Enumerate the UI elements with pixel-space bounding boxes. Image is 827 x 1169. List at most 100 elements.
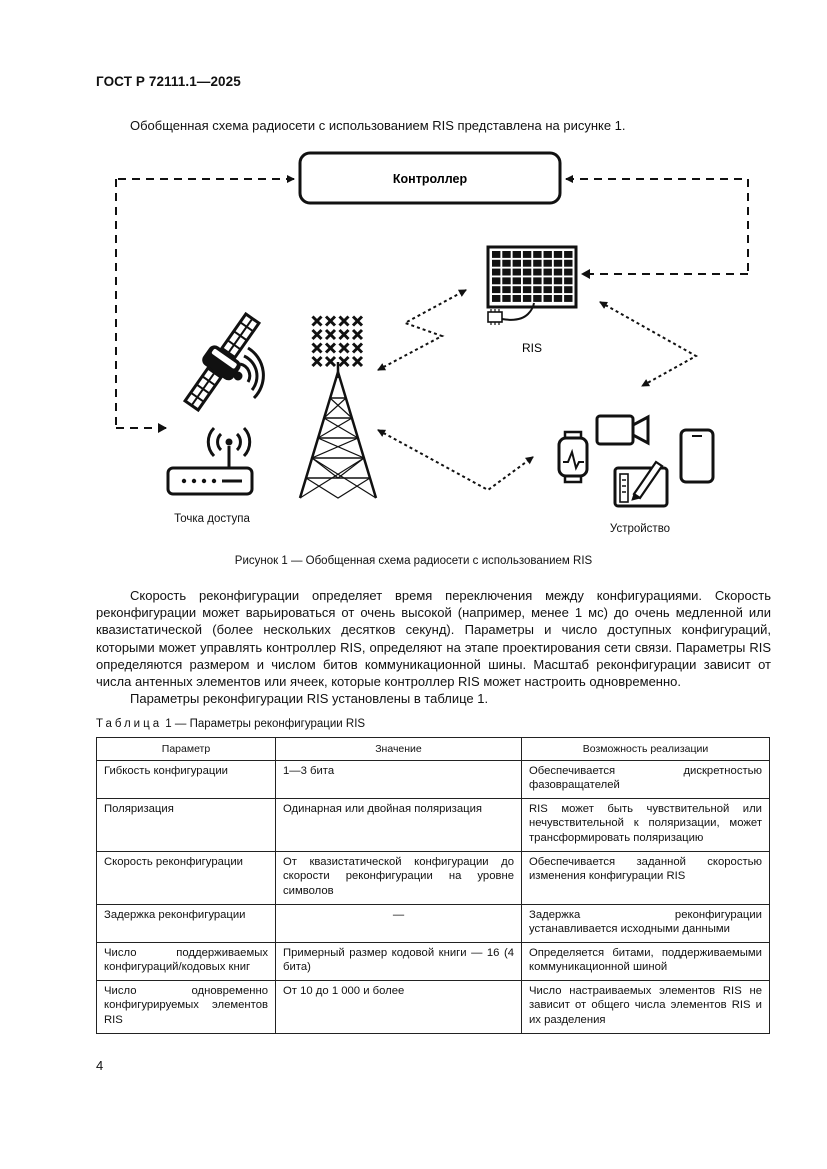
- column-header: Возможность реализации: [521, 736, 770, 762]
- table-caption-title: 1 — Параметры реконфигурации RIS: [162, 718, 366, 730]
- cell-tower-icon: [298, 315, 378, 499]
- table-row: Поляризация Одинарная или двойная поляри…: [96, 798, 770, 853]
- ris-cell: [543, 251, 552, 258]
- ris-cell: [492, 295, 501, 302]
- figure-caption: Рисунок 1 — Обобщенная схема радиосети с…: [234, 555, 593, 567]
- ris-cell: [522, 259, 532, 267]
- table-cell: Одинарная или двойная поляризация: [275, 798, 522, 853]
- ris-cell: [553, 295, 563, 302]
- ris-cell: [543, 268, 552, 276]
- device-label: Устройство: [610, 523, 670, 535]
- controller-to-ris-link: [565, 175, 749, 279]
- ris-cell: [502, 295, 511, 302]
- ris-cell: [564, 277, 573, 285]
- ris-cell: [543, 286, 552, 294]
- antenna-element: [338, 315, 350, 327]
- column-header: Значение: [275, 736, 522, 762]
- table-cell: Примерный размер кодовой книги — 16 (4 б…: [275, 942, 522, 982]
- ris-cell: [543, 259, 552, 267]
- antenna-element: [338, 355, 350, 368]
- ris-cell: [564, 295, 573, 302]
- dotted-links: [377, 289, 699, 492]
- ris-cell: [564, 251, 573, 258]
- ris-cell: [564, 286, 573, 294]
- ris-panel-icon: RIS: [486, 245, 578, 355]
- ris-cell: [564, 268, 573, 276]
- ris-cell: [533, 286, 542, 294]
- ris-cell: [492, 286, 501, 294]
- controller-label: Контроллер: [393, 172, 468, 186]
- ris-cell: [512, 277, 521, 285]
- ris-cell: [512, 295, 521, 302]
- access-point-label: Точка доступа: [174, 513, 250, 525]
- ris-cell: [522, 268, 532, 276]
- ris-cell: [502, 251, 511, 258]
- antenna-element: [311, 342, 323, 354]
- paragraph: Скорость реконфигурации определяет время…: [96, 588, 771, 690]
- ris-cell: [502, 286, 511, 294]
- ris-cell: [553, 251, 563, 258]
- drawing-tablet-icon: [613, 460, 669, 508]
- smartphone-icon: [679, 428, 715, 484]
- antenna-element: [311, 328, 323, 341]
- table-row: Число поддерживаемых конфигураций/кодовы…: [96, 942, 770, 982]
- ris-cell: [543, 277, 552, 285]
- table-cell: Число настраиваемых элементов RIS не зав…: [521, 980, 770, 1035]
- table-cell: Число поддерживаемых конфигураций/кодовы…: [96, 942, 276, 982]
- table-cell: Определяется битами, поддерживаемыми ком…: [521, 942, 770, 982]
- network-diagram: Контроллер RIS: [115, 151, 749, 535]
- antenna-element: [324, 355, 337, 368]
- table-cell: От квазистатической конфигурации до скор…: [275, 851, 522, 906]
- paragraph: Параметры реконфигурации RIS установлены…: [130, 691, 489, 707]
- ris-cell: [553, 286, 563, 294]
- ris-cell: [512, 286, 521, 294]
- column-header: Параметр: [96, 736, 276, 762]
- ris-cell: [522, 295, 532, 302]
- ris-cell: [512, 268, 521, 276]
- table-cell: Обеспечивается заданной скоростью измене…: [521, 851, 770, 906]
- antenna-element: [338, 328, 350, 341]
- ris-cell: [502, 277, 511, 285]
- ris-cell: [533, 268, 542, 276]
- ris-cell: [492, 268, 501, 276]
- table-cell: Скорость реконфигурации: [96, 851, 276, 906]
- antenna-element: [351, 328, 364, 341]
- antenna-element: [311, 355, 323, 368]
- antenna-element: [324, 328, 337, 341]
- access-point-icon: Точка доступа: [166, 426, 254, 525]
- table-row: Число одновременно конфигурируемых элеме…: [96, 980, 770, 1035]
- controller-box: Контроллер: [298, 151, 562, 205]
- ris-cell: [533, 251, 542, 258]
- table-cell: Задержка реконфигурации: [96, 904, 276, 944]
- table-row: Задержка реконфигурации — Задержка рекон…: [96, 904, 770, 944]
- ris-cell: [553, 277, 563, 285]
- ris-cell: [502, 259, 511, 267]
- intro-text: Обобщенная схема радиосети с использован…: [130, 118, 626, 133]
- satellite-icon: [182, 311, 265, 413]
- ris-cell: [553, 259, 563, 267]
- table-cell: Обеспечивается дискретностью фазовращате…: [521, 760, 770, 800]
- table-cell: —: [275, 904, 522, 944]
- smartwatch-icon: [557, 430, 589, 484]
- video-camera-icon: [595, 414, 650, 446]
- ris-cell: [543, 295, 552, 302]
- ris-cell: [492, 259, 501, 267]
- ris-label: RIS: [522, 341, 542, 355]
- ris-cell: [564, 259, 573, 267]
- table-caption: Таблица 1 — Параметры реконфигурации RIS: [96, 718, 365, 730]
- ris-cell: [512, 251, 521, 258]
- page-number: 4: [96, 1058, 104, 1073]
- table-cell: Поляризация: [96, 798, 276, 853]
- antenna-element: [351, 342, 364, 354]
- table-cell: 1—3 бита: [275, 760, 522, 800]
- antenna-element: [338, 342, 350, 354]
- antenna-element: [324, 342, 337, 354]
- ris-cell: [553, 268, 563, 276]
- ris-cell: [512, 259, 521, 267]
- table-cell: Число одновременно конфигурируемых элеме…: [96, 980, 276, 1035]
- antenna-element: [351, 315, 364, 327]
- ris-cell: [522, 277, 532, 285]
- table-cell: Гибкость конфигурации: [96, 760, 276, 800]
- ris-cell: [492, 277, 501, 285]
- tower-to-ris-link: [377, 289, 467, 371]
